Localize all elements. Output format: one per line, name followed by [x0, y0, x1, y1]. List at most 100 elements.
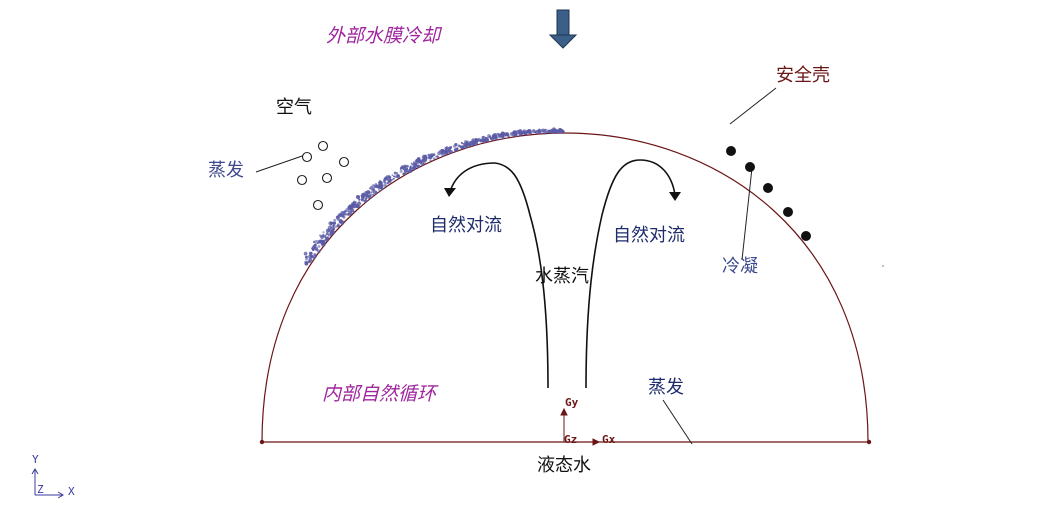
film-speckle	[466, 143, 469, 146]
global-axis	[31, 468, 64, 499]
plume-left-column	[494, 162, 549, 389]
film-speckle	[325, 236, 329, 240]
film-speckle	[320, 235, 324, 239]
film-speckle	[405, 170, 408, 173]
cooling-inlet-arrow	[548, 9, 578, 49]
film-speckle	[324, 235, 327, 238]
water-film	[303, 127, 565, 266]
condensation-leader	[741, 167, 753, 261]
film-speckle	[364, 191, 367, 193]
film-speckle	[441, 152, 446, 157]
film-speckle	[350, 210, 352, 213]
droplet	[726, 146, 736, 156]
film-speckle	[316, 249, 321, 254]
film-speckle	[411, 163, 414, 166]
film-speckle	[321, 240, 323, 243]
film-speckle	[309, 255, 312, 258]
film-speckle	[436, 155, 440, 159]
film-speckle	[339, 213, 342, 216]
film-speckle	[383, 177, 387, 181]
z-axis-label: Z	[37, 483, 44, 496]
film-speckle	[317, 244, 321, 248]
film-speckle	[411, 165, 416, 170]
internal-circulation-label: 内部自然循环	[322, 383, 437, 405]
film-speckle	[375, 191, 378, 194]
film-speckle	[335, 215, 340, 219]
film-speckle	[475, 140, 479, 143]
film-speckle	[494, 135, 498, 138]
film-speckle	[561, 129, 565, 133]
film-speckle	[492, 136, 496, 140]
film-speckle	[524, 131, 527, 133]
film-speckle	[344, 213, 347, 216]
y-axis-label: Y	[32, 453, 39, 466]
droplet	[783, 207, 793, 217]
local-axis	[560, 407, 601, 446]
film-speckle	[335, 226, 337, 229]
film-speckle	[370, 191, 372, 194]
bubble	[317, 140, 329, 152]
film-speckle	[309, 251, 313, 256]
film-speckle	[485, 138, 489, 141]
film-speckle	[546, 130, 550, 133]
film-speckle	[402, 172, 406, 176]
film-speckle	[316, 242, 319, 245]
evaporation-bubbles	[296, 140, 350, 211]
film-speckle	[429, 159, 432, 162]
bubble	[301, 151, 313, 163]
droplet	[763, 183, 773, 193]
film-speckle	[384, 182, 386, 184]
film-speckle	[304, 260, 308, 264]
film-speckle	[472, 140, 477, 145]
droplet	[801, 231, 811, 241]
x-axis-label: X	[68, 485, 75, 498]
film-speckle	[502, 131, 506, 136]
film-speckle	[518, 129, 523, 133]
evaporation-left-leader	[255, 154, 306, 173]
film-speckle	[432, 153, 436, 157]
film-speckle	[435, 155, 437, 158]
film-speckle	[340, 220, 344, 224]
film-speckle	[347, 205, 352, 210]
film-speckle	[385, 178, 388, 181]
bubble	[296, 174, 308, 186]
film-speckle	[449, 149, 454, 154]
film-speckle	[538, 129, 541, 132]
film-speckle	[556, 129, 560, 134]
film-speckle	[305, 255, 308, 259]
evaporation-left-label: 蒸发	[208, 160, 244, 181]
film-speckle	[359, 202, 362, 205]
film-speckle	[399, 169, 403, 173]
film-speckle	[311, 246, 316, 251]
film-speckle	[475, 138, 477, 141]
film-speckle	[392, 177, 395, 180]
gy-label: Gy	[565, 396, 579, 409]
film-speckle	[397, 174, 400, 178]
film-speckle	[552, 129, 557, 134]
film-speckle	[363, 199, 367, 203]
film-speckle	[360, 198, 364, 201]
stray-dot	[882, 265, 884, 267]
film-speckle	[342, 215, 346, 219]
film-speckle	[527, 129, 532, 134]
film-speckle	[403, 164, 407, 168]
film-speckle	[550, 128, 553, 132]
bubble	[321, 172, 333, 184]
film-speckle	[329, 221, 333, 225]
film-speckle	[356, 203, 359, 207]
film-speckle	[333, 218, 337, 222]
film-speckle	[452, 144, 457, 148]
film-speckle	[418, 159, 422, 163]
film-speckle	[532, 128, 536, 132]
steam-label: 水蒸汽	[535, 266, 589, 287]
film-speckle	[512, 130, 518, 135]
film-speckle	[329, 231, 334, 236]
liquid-water-label: 液态水	[537, 455, 591, 476]
film-speckle	[391, 178, 393, 181]
film-speckle	[481, 135, 486, 140]
film-speckle	[377, 188, 380, 192]
film-speckle	[308, 257, 313, 262]
steam-plume	[449, 159, 676, 389]
film-speckle	[405, 168, 409, 171]
film-speckle	[318, 240, 321, 243]
